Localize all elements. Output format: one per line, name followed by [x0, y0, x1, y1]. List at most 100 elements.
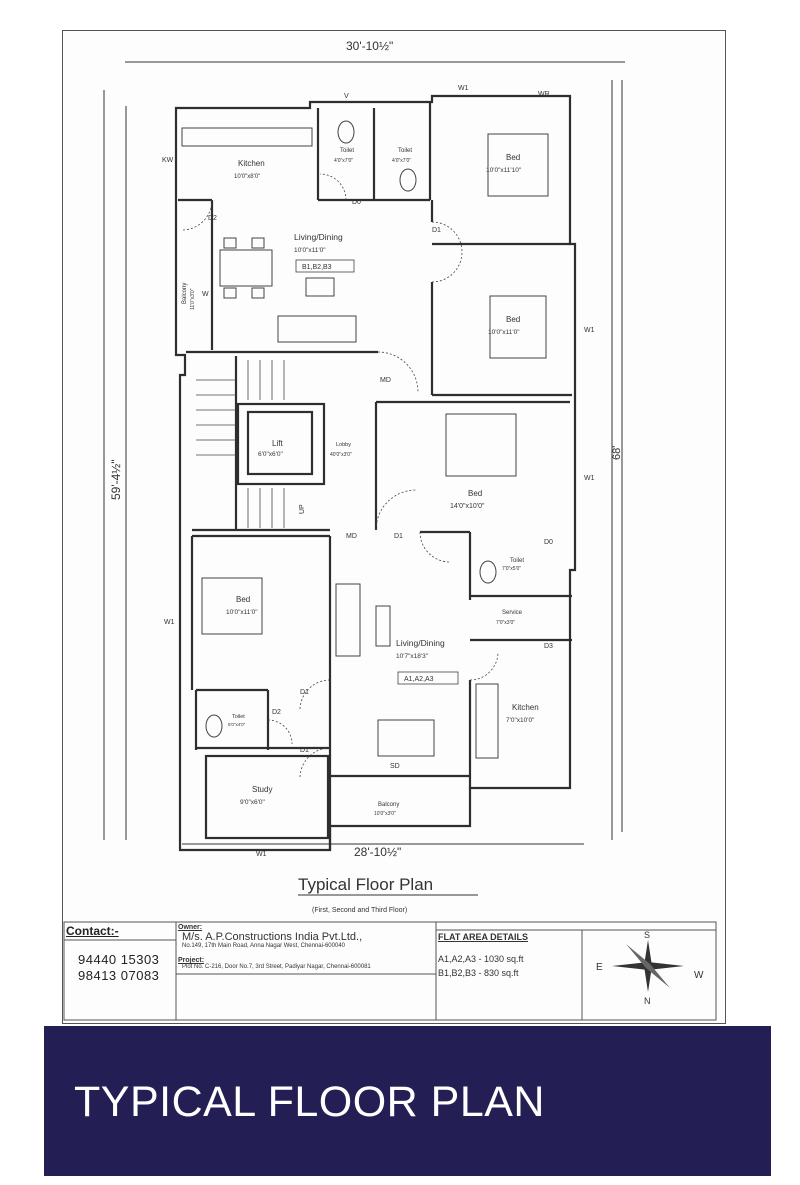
- door-swing: [375, 489, 417, 531]
- room-balcony-left-size: 11'0"x3'0": [190, 288, 196, 310]
- wc: [399, 168, 417, 192]
- door-swing: [299, 747, 331, 779]
- flat-tag-top: B1,B2,B3: [302, 264, 332, 271]
- room-toilet-small: Toilet: [232, 714, 245, 720]
- door-swing: [431, 221, 463, 253]
- phone-2: 98413 07083: [78, 968, 160, 983]
- room-living-top-size: 10'0"x11'0": [294, 247, 326, 254]
- room-service-size: 7'0"x3'0": [496, 620, 515, 626]
- compass-n: N: [644, 996, 651, 1006]
- coffee-table: [305, 277, 335, 297]
- room-living-bottom-size: 10'7"x18'3": [396, 653, 429, 660]
- bed-furniture: [201, 577, 263, 635]
- sofa: [335, 583, 361, 657]
- marker-w: W: [202, 291, 209, 298]
- dining-table: [219, 249, 273, 287]
- room-study-size: 9'0"x6'0": [240, 799, 265, 806]
- dining-table: [377, 719, 435, 757]
- marker-w1: W1: [458, 85, 469, 92]
- wc: [205, 714, 223, 738]
- marker-md: MD: [380, 377, 391, 384]
- door-swing: [267, 719, 293, 745]
- bed-furniture: [489, 295, 547, 359]
- room-toilet-small-size: 5'0"x4'0": [228, 722, 246, 727]
- door-swing: [377, 351, 419, 393]
- room-balcony-bottom: Balcony: [378, 802, 399, 808]
- compass-e: E: [596, 962, 603, 973]
- project-label: Project:: [178, 957, 205, 964]
- flat-tag-box: [397, 671, 459, 685]
- marker-w1-left: W1: [164, 619, 175, 626]
- dining-chair: [223, 287, 237, 299]
- wc: [337, 120, 355, 144]
- marker-sd: SD: [390, 763, 400, 770]
- phone-1: 94440 15303: [78, 952, 160, 967]
- dining-chair: [251, 237, 265, 249]
- room-bed-top: Bed: [506, 153, 520, 162]
- area-row-a: A1,A2,A3 - 1030 sq.ft: [438, 954, 524, 964]
- room-toilet-1: Toilet: [340, 148, 354, 154]
- room-bed-top-size: 10'0"x11'10": [486, 167, 522, 174]
- room-toilet-1-size: 4'0"x7'0": [334, 158, 353, 164]
- marker-d1-2: D1: [394, 533, 403, 540]
- owner-label: Owner:: [178, 924, 203, 931]
- marker-up: UP: [299, 504, 306, 514]
- marker-d3: D3: [544, 643, 553, 650]
- company-block: Owner: M/s. A.P.Constructions India Pvt.…: [178, 924, 434, 1020]
- lift-car: [246, 410, 314, 476]
- room-bed-center: Bed: [468, 489, 482, 498]
- right-dimension: 68': [611, 446, 623, 460]
- kitchen-counter: [181, 127, 313, 147]
- door-swing: [419, 531, 451, 563]
- marker-d1-4: D1: [300, 747, 309, 754]
- room-bed-lower-left-size: 10'0"x11'0": [226, 609, 258, 616]
- marker-md-2: MD: [346, 533, 357, 540]
- wc: [479, 560, 497, 584]
- room-kitchen-top-size: 10'0"x8'0": [234, 174, 260, 180]
- outer-wall: [174, 94, 577, 852]
- marker-d2-2: D2: [272, 709, 281, 716]
- marker-d1: D1: [432, 227, 441, 234]
- dining-chair: [251, 287, 265, 299]
- kitchen-counter: [475, 683, 499, 759]
- room-kitchen-top: Kitchen: [238, 159, 265, 168]
- banner-title: TYPICAL FLOOR PLAN: [74, 1078, 545, 1126]
- door-swing: [181, 199, 213, 231]
- marker-w1-right: W1: [584, 327, 595, 334]
- plan-title: Typical Floor Plan: [298, 875, 433, 894]
- project-address: Plot No. C-216, Door No.7, 3rd Street, P…: [182, 964, 371, 970]
- room-bed-lower-left: Bed: [236, 595, 250, 604]
- top-dimension: 30'-10½": [346, 39, 393, 53]
- room-living-top: Living/Dining: [294, 232, 343, 242]
- marker-wr: WR: [538, 91, 550, 98]
- marker-d0-2: D0: [544, 539, 553, 546]
- company-name: M/s. A.P.Constructions India Pvt.Ltd.,: [182, 931, 363, 943]
- room-toilet-2-size: 4'0"x7'0": [392, 158, 411, 164]
- dining-chair: [223, 237, 237, 249]
- phone-list: 94440 15303 98413 07083: [78, 952, 176, 984]
- room-bed-mid-right-size: 10'0"x11'0": [488, 329, 520, 336]
- room-lift: Lift: [272, 439, 283, 448]
- room-kitchen-bottom-size: 7'0"x10'0": [506, 717, 535, 724]
- marker-d1-3: D1: [300, 689, 309, 696]
- marker-d2: D2: [208, 215, 217, 222]
- lift-shaft: [236, 402, 326, 486]
- company-address: No.149, 17th Main Road, Anna Nagar West,…: [182, 943, 345, 949]
- title-banner: TYPICAL FLOOR PLAN: [44, 1026, 771, 1176]
- marker-d0: D0: [352, 199, 361, 206]
- plan-subtitle: (First, Second and Third Floor): [312, 907, 407, 914]
- room-balcony-left: Balcony: [182, 283, 188, 304]
- marker-kw: KW: [162, 157, 174, 164]
- coffee-table: [375, 605, 391, 647]
- door-swing: [319, 173, 347, 201]
- room-bed-mid-right: Bed: [506, 315, 520, 324]
- bottom-dimension: 28'-10½": [354, 845, 401, 859]
- area-row-b: B1,B2,B3 - 830 sq.ft: [438, 968, 519, 978]
- room-toilet-lower-size: 7'0"x5'0": [502, 566, 521, 572]
- room-service: Service: [502, 610, 523, 616]
- room-toilet-2: Toilet: [398, 148, 412, 154]
- room-toilet-lower: Toilet: [510, 558, 524, 564]
- marker-w1-bottom: W1: [256, 851, 267, 858]
- room-lobby: Lobby: [336, 442, 351, 448]
